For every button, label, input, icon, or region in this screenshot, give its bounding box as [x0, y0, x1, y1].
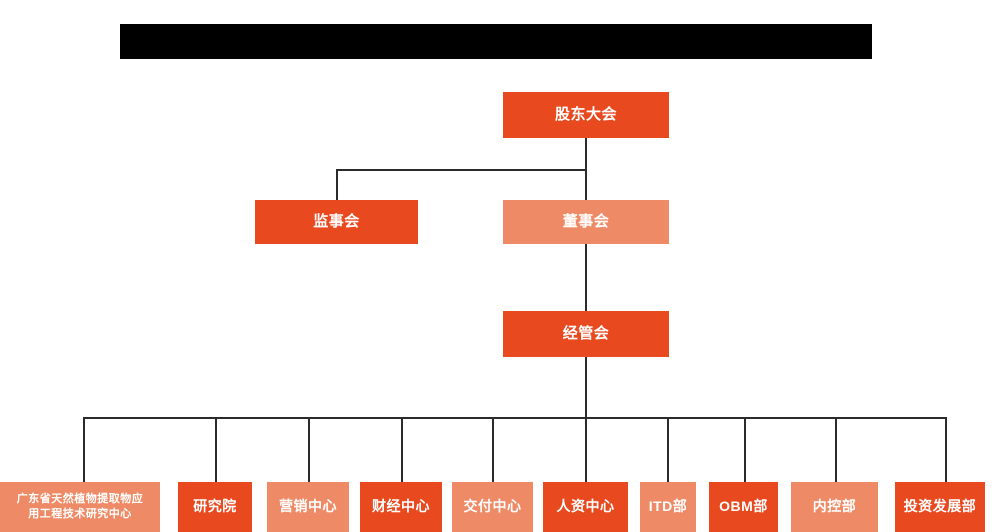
node-dept-obm-label: OBM部: [719, 498, 768, 515]
connector-to-dept-10: [945, 417, 947, 482]
connector-to-dept-4: [401, 417, 403, 482]
connector-management-down: [585, 357, 587, 418]
node-dept-itd[interactable]: ITD部: [640, 482, 696, 532]
connector-to-dept-2: [215, 417, 217, 482]
node-dept-research-institute-label: 研究院: [193, 498, 237, 515]
node-dept-delivery-center[interactable]: 交付中心: [452, 482, 533, 532]
node-shareholders-meeting-label: 股东大会: [554, 105, 617, 123]
connector-to-dept-5: [492, 417, 494, 482]
node-board-of-supervisors-label: 监事会: [313, 212, 360, 230]
connector-to-dept-7: [667, 417, 669, 482]
node-dept-internal-control-label: 内控部: [812, 498, 857, 515]
connector-to-dept-6: [585, 417, 587, 482]
redacted-title-bar: [120, 24, 872, 59]
node-board-of-directors[interactable]: 董事会: [503, 200, 669, 244]
node-board-of-directors-label: 董事会: [562, 212, 610, 230]
connector-tier2-bus: [336, 169, 586, 171]
node-dept-guangdong-research-center-label: 广东省天然植物提取物应 用工程技术研究中心: [16, 493, 144, 520]
connector-to-dept-3: [308, 417, 310, 482]
node-dept-investment-development-label: 投资发展部: [903, 498, 977, 515]
node-dept-obm[interactable]: OBM部: [709, 482, 778, 532]
connector-department-bus: [83, 417, 946, 419]
node-dept-finance-center-label: 财经中心: [372, 498, 430, 515]
node-dept-marketing-center-label: 营销中心: [279, 498, 337, 515]
connector-to-dept-9: [835, 417, 837, 482]
node-dept-guangdong-research-center[interactable]: 广东省天然植物提取物应 用工程技术研究中心: [0, 482, 160, 532]
node-management-committee-label: 经管会: [562, 324, 610, 342]
node-dept-hr-center[interactable]: 人资中心: [543, 482, 628, 532]
node-dept-investment-development[interactable]: 投资发展部: [895, 482, 985, 532]
connector-to-directors: [585, 169, 587, 200]
node-board-of-supervisors[interactable]: 监事会: [255, 200, 418, 244]
connector-shareholders-down: [585, 138, 587, 171]
connector-to-dept-1: [83, 417, 85, 482]
node-dept-hr-center-label: 人资中心: [556, 498, 615, 515]
node-dept-delivery-center-label: 交付中心: [463, 498, 522, 515]
node-dept-internal-control[interactable]: 内控部: [791, 482, 878, 532]
connector-to-dept-8: [744, 417, 746, 482]
connector-directors-to-management: [585, 244, 587, 311]
node-dept-research-institute[interactable]: 研究院: [178, 482, 252, 532]
node-dept-marketing-center[interactable]: 营销中心: [267, 482, 349, 532]
node-dept-itd-label: ITD部: [648, 498, 688, 515]
node-management-committee[interactable]: 经管会: [503, 311, 669, 357]
node-dept-finance-center[interactable]: 财经中心: [360, 482, 442, 532]
connector-to-supervisors: [336, 169, 338, 200]
node-shareholders-meeting[interactable]: 股东大会: [503, 92, 669, 138]
